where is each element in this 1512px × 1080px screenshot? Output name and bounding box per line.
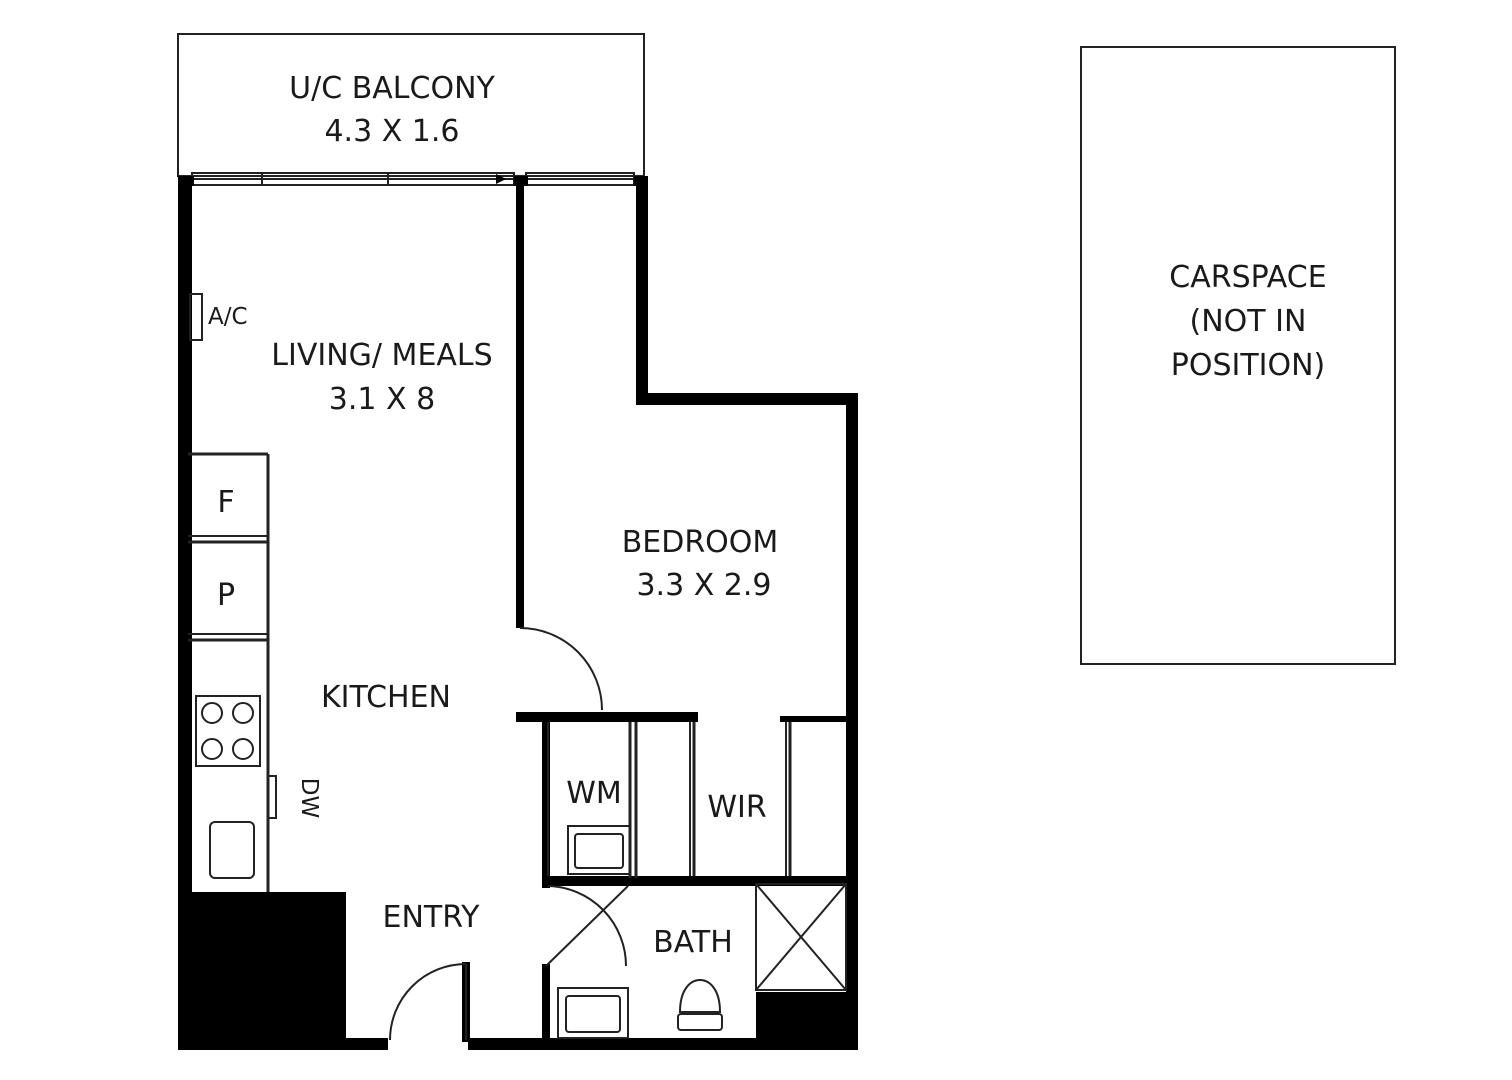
fridge-label: F [217,485,234,520]
cooktop-icon [195,695,261,767]
living-label: LIVING/ MEALS [271,338,492,373]
wir-shelves [689,722,792,876]
laundry-cupboard [547,722,638,878]
balcony-dims: 4.3 X 1.6 [324,114,459,149]
pantry-label: P [217,578,235,613]
bedroom-door [519,627,603,711]
exterior-walls [178,176,858,1050]
kitchen-label: KITCHEN [321,680,451,715]
balcony-sliding-door [191,172,515,186]
carspace-outline [1080,46,1396,665]
vanity-basin-icon [557,987,629,1039]
interior-walls [462,184,856,1044]
entry-label: ENTRY [383,900,481,935]
carspace-label-line3: POSITION) [1171,348,1326,383]
kitchen-sink-icon [209,821,255,879]
carspace-label-line2: (NOT IN [1190,304,1307,339]
bedroom-label: BEDROOM [622,525,779,560]
ac-label: A/C [208,304,248,330]
ac-unit-icon [189,293,203,341]
balcony-outline [177,33,645,177]
shower-icon [755,883,847,991]
living-dims: 3.1 X 8 [329,382,435,417]
toilet-icon [677,978,723,1031]
dishwasher-label: DW [296,778,322,818]
wm-label: WM [566,776,622,811]
bedroom-dims: 3.3 X 2.9 [636,568,771,603]
carspace-label-line1: CARSPACE [1169,260,1326,295]
entry-door [389,963,467,1041]
bedroom-window [525,172,635,186]
dishwasher-icon [267,775,277,819]
bath-label: BATH [653,925,733,960]
bath-door [545,885,629,967]
balcony-label: U/C BALCONY [289,71,495,106]
wir-label: WIR [707,790,766,825]
